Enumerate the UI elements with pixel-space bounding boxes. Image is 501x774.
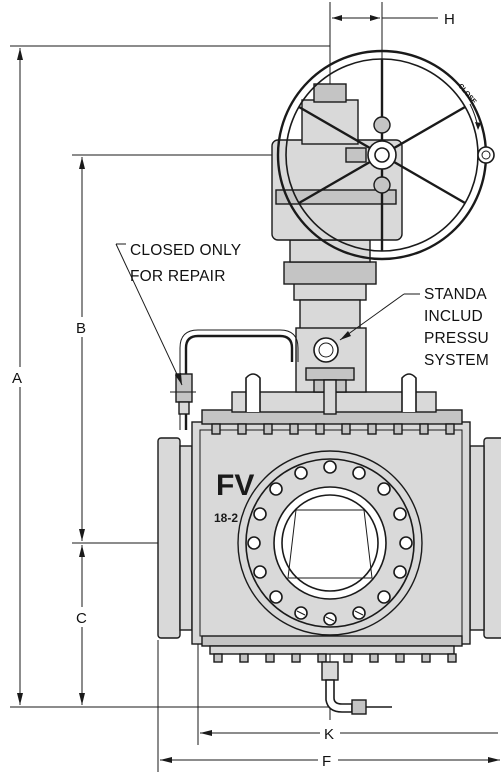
bypass-pipe: [170, 329, 299, 430]
note-standard-line1: STANDA: [424, 286, 487, 303]
note-closed-line1: CLOSED ONLY: [130, 242, 241, 259]
dim-label-h: H: [444, 11, 455, 28]
handwheel: CLOSE: [276, 49, 495, 261]
note-standard-line4: SYSTEM: [424, 352, 489, 369]
dim-label-c: C: [76, 610, 87, 627]
note-standard-line2: INCLUD: [424, 308, 483, 325]
dim-label-a: A: [12, 370, 22, 387]
dim-label-f: F: [322, 753, 331, 770]
note-standard: STANDA INCLUD PRESSU SYSTEM: [339, 286, 489, 369]
dim-label-b: B: [76, 320, 86, 337]
drain-fitting: [321, 661, 392, 715]
note-closed-line2: FOR REPAIR: [130, 268, 226, 285]
body-logo: FV: [216, 469, 254, 502]
note-closed-only: CLOSED ONLY FOR REPAIR: [115, 242, 241, 386]
dimension-lines: [10, 2, 500, 772]
body-rating: 18-2: [214, 511, 238, 525]
note-standard-line3: PRESSU: [424, 330, 489, 347]
bonnet-assembly: [283, 239, 377, 415]
handwheel-close-label: CLOSE: [456, 83, 477, 106]
front-flange: [237, 450, 423, 636]
gearbox: [271, 83, 403, 241]
dim-label-k: K: [324, 726, 334, 743]
